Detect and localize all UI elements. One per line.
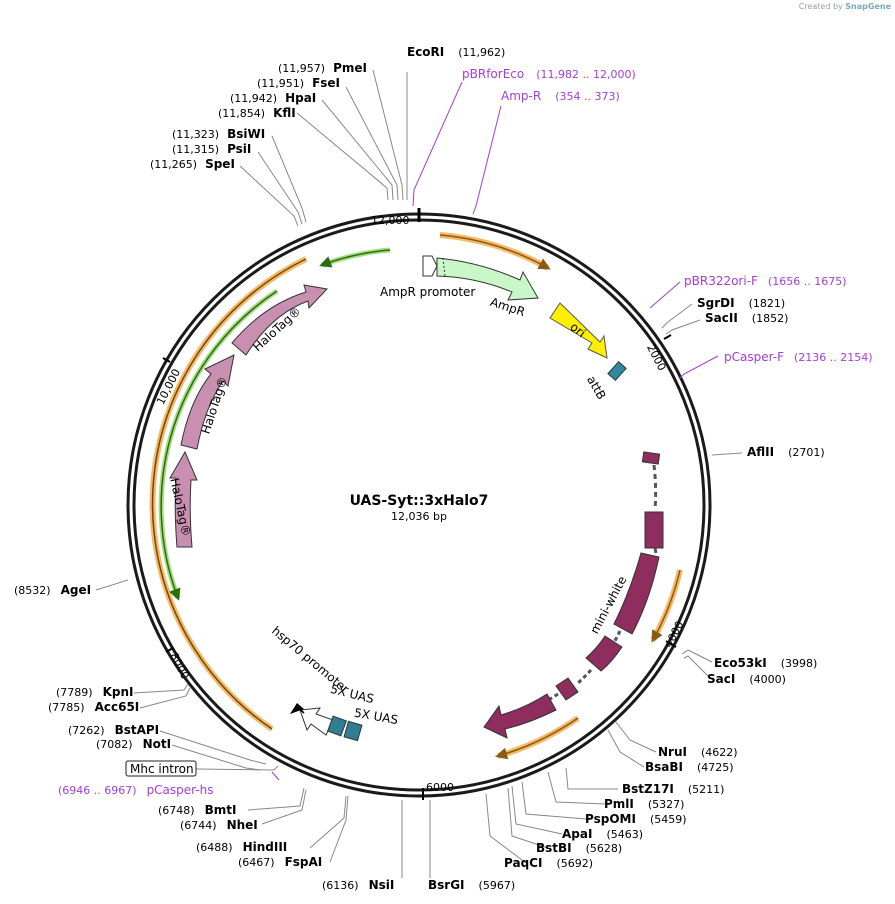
- enzyme-aflii: AflII(2701): [747, 445, 825, 459]
- halotag-arrow-1: [169, 450, 198, 548]
- enzyme-bsabi: BsaBI(4725): [645, 760, 734, 774]
- tick-6000: 6000: [426, 781, 454, 794]
- enzyme-sacii: SacII(1852): [705, 311, 788, 325]
- primer-ampr: Amp-R(354 .. 373): [501, 89, 620, 103]
- enzyme-hpai: (11,942)HpaI: [230, 91, 316, 105]
- tick-mark-10000: [162, 357, 171, 363]
- enzyme-saci: SacI(4000): [707, 672, 786, 686]
- primer-pbrforeco: pBRforEco(11,982 .. 12,000): [462, 67, 636, 81]
- enzyme-noti: (7082)NotI: [96, 737, 171, 751]
- ampr-feature[interactable]: AmpR promoter AmpR: [380, 255, 539, 319]
- enzyme-fsei: (11,951)FseI: [257, 76, 340, 90]
- watermark-brand: SnapGene: [845, 2, 891, 11]
- tick-8000: 8000: [167, 651, 191, 682]
- tick-mark-2000: [663, 334, 672, 340]
- uas-label-1: 5X UAS: [329, 682, 375, 706]
- enzyme-kpni: (7789)KpnI: [56, 685, 133, 699]
- primer-pcasper-hs: (6946 .. 6967)pCasper-hs: [58, 783, 214, 797]
- map-length: 12,036 bp: [391, 510, 447, 523]
- mini-white-exon-4: [585, 635, 623, 672]
- ori-arrow: [549, 302, 608, 359]
- enzyme-pmei: (11,957)PmeI: [278, 61, 367, 75]
- primer-pcasper-f: pCasper-F(2136 .. 2154): [724, 350, 873, 364]
- enzyme-nsii: (6136)NsiI: [322, 878, 394, 892]
- enzyme-nrui: NruI(4622): [658, 745, 738, 759]
- enzyme-spei: (11,265)SpeI: [150, 157, 235, 171]
- enzyme-paqci: PaqCI(5692): [504, 856, 593, 870]
- attb-box: [607, 361, 627, 381]
- primer-labels: pBRforEco(11,982 .. 12,000) Amp-R(354 ..…: [58, 67, 873, 797]
- tick-12000: 12,000: [371, 214, 410, 227]
- uas-label-2: 5X UAS: [353, 706, 399, 727]
- enzyme-pmli: PmlI(5327): [604, 797, 684, 811]
- enzyme-kfli: (11,854)KflI: [218, 106, 296, 120]
- halotag-arrow-2: [180, 354, 235, 450]
- enzyme-bsiwi: (11,323)BsiWI: [172, 127, 265, 141]
- enzyme-agei: (8532)AgeI: [14, 583, 91, 597]
- mini-white-exon-1: [641, 451, 661, 465]
- tick-mark-8000: [165, 647, 174, 653]
- enzyme-apai: ApaI(5463): [562, 827, 643, 841]
- enzyme-bstz17i: BstZ17I(5211): [622, 782, 724, 796]
- enzyme-bmti: (6748)BmtI: [158, 803, 236, 817]
- attb-label: attB: [584, 373, 609, 402]
- enzyme-acc65i: (7785)Acc65I: [48, 700, 139, 714]
- enzyme-nhei: (6744)NheI: [180, 818, 258, 832]
- enzyme-bstbi: BstBI(5628): [536, 841, 622, 855]
- primer-pbr322ori-f: pBR322ori-F(1656 .. 1675): [684, 274, 847, 288]
- ampr-promoter-arrow: [422, 255, 438, 277]
- mini-white-exon-2: [644, 511, 664, 549]
- uas-box-2: [343, 720, 363, 742]
- orf-arcs: [149, 232, 683, 760]
- uas-box-1: [327, 715, 347, 737]
- enzyme-bstapi: (7262)BstAPI: [68, 723, 159, 737]
- map-title: UAS-Syt::3xHalo7: [350, 493, 489, 509]
- ampr-promoter-label: AmpR promoter: [380, 285, 475, 299]
- hsp70-promoter-arrow: [299, 707, 334, 736]
- enzyme-eco53ki: Eco53kI(3998): [714, 656, 817, 670]
- mhc-intron-label: Mhc intron: [125, 760, 197, 777]
- svg-text:Mhc intron: Mhc intron: [130, 762, 194, 776]
- ampr-arrow: [436, 257, 539, 301]
- enzyme-psii: (11,315)PsiI: [172, 142, 251, 156]
- tick-4000: 4000: [662, 619, 686, 650]
- ori-feature[interactable]: ori: [549, 302, 608, 359]
- enzyme-sgrdi: SgrDI(1821): [697, 296, 785, 310]
- mini-white-exon-3: [613, 552, 660, 635]
- enzyme-leaders: [95, 69, 743, 878]
- map-title-group: UAS-Syt::3xHalo7 12,036 bp: [350, 493, 489, 523]
- watermark-prefix: Created by: [798, 2, 843, 11]
- enzyme-hindiii: (6488)HindIII: [196, 840, 287, 854]
- mini-white-arrow: [483, 693, 557, 739]
- attb-feature[interactable]: attB: [584, 361, 627, 402]
- mini-white-exon-5: [555, 677, 579, 701]
- halotag-arrow-3: [231, 284, 329, 356]
- enzyme-pspomi: PspOMI(5459): [585, 812, 687, 826]
- primer-leaders: [271, 81, 719, 781]
- enzyme-labels: EcoRI(11,962) (11,957)PmeI (11,951)FseI …: [14, 45, 825, 892]
- enzyme-bsrgi: BsrGI(5967): [428, 878, 515, 892]
- hsp70-uas-features[interactable]: hsp70 promoter 5X UAS 5X UAS: [269, 624, 399, 742]
- mini-white-feature[interactable]: mini-white: [483, 451, 664, 739]
- tick-mark-4000: [668, 642, 677, 648]
- enzyme-fspai: (6467)FspAI: [238, 855, 322, 869]
- snapgene-watermark: Created by SnapGene: [799, 2, 891, 11]
- enzyme-ecori: EcoRI(11,962): [407, 45, 505, 59]
